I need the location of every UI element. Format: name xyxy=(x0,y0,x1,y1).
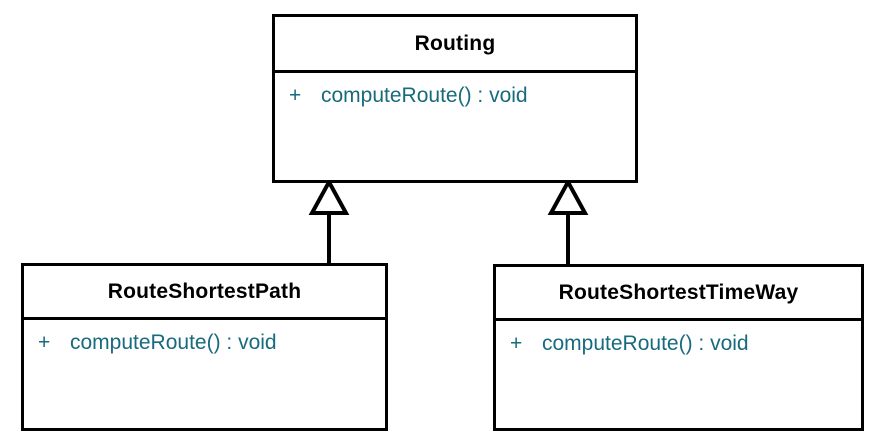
uml-class-routing[interactable]: Routing + computeRoute() : void xyxy=(272,14,638,183)
class-members-compartment: + computeRoute() : void xyxy=(275,73,635,180)
class-name-compartment: RouteShortestPath xyxy=(24,266,385,320)
uml-class-routeshortestpath[interactable]: RouteShortestPath + computeRoute() : voi… xyxy=(21,263,388,431)
class-name-compartment: RouteShortestTimeWay xyxy=(496,267,861,321)
member-signature-label: computeRoute() : void xyxy=(70,331,277,354)
member-visibility-marker: + xyxy=(510,332,523,355)
class-members-compartment: + computeRoute() : void xyxy=(24,320,385,428)
class-name-label: Routing xyxy=(414,31,496,55)
hollow-triangle-arrowhead-right xyxy=(547,177,589,215)
class-member-row: + computeRoute() : void xyxy=(496,332,749,356)
generalization-routeshortesttimeway-to-routing xyxy=(547,177,589,264)
hollow-triangle-arrowhead-left xyxy=(308,177,350,215)
class-name-label: RouteShortestTimeWay xyxy=(558,280,799,304)
member-signature-label: computeRoute() : void xyxy=(542,332,749,355)
class-members-compartment: + computeRoute() : void xyxy=(496,321,861,428)
class-name-compartment: Routing xyxy=(275,17,635,73)
uml-class-routeshortesttimeway[interactable]: RouteShortestTimeWay + computeRoute() : … xyxy=(493,264,864,431)
class-member-row: + computeRoute() : void xyxy=(24,331,277,355)
class-name-label: RouteShortestPath xyxy=(107,279,302,303)
class-member-row: + computeRoute() : void xyxy=(275,84,528,108)
member-visibility-marker: + xyxy=(38,331,51,354)
generalization-routeshortestpath-to-routing xyxy=(308,177,350,264)
member-visibility-marker: + xyxy=(289,84,302,107)
member-signature-label: computeRoute() : void xyxy=(321,84,528,107)
